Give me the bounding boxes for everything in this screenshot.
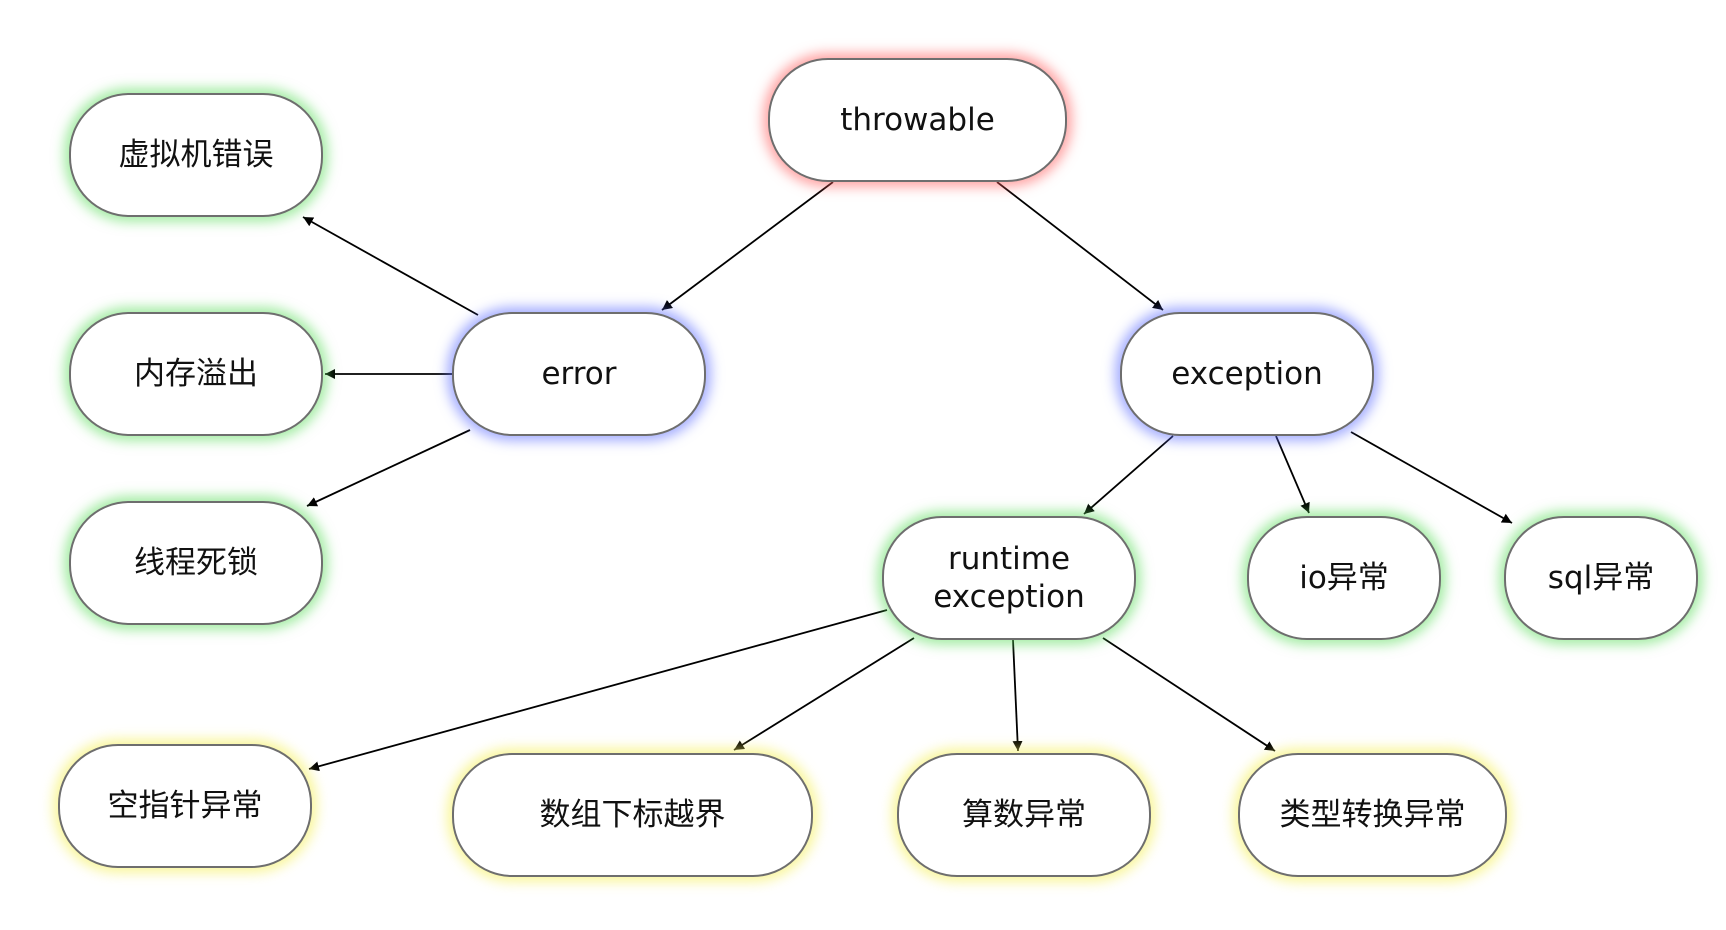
edge-error-vm <box>302 216 479 316</box>
edge-throwable-error <box>661 181 834 311</box>
node-class-cast-label: 类型转换异常 <box>1279 797 1466 833</box>
edge-runtime-index <box>733 637 915 751</box>
node-class-cast: 类型转换异常 <box>1238 753 1507 877</box>
edge-error-deadlock <box>306 429 471 507</box>
node-io-exception: io异常 <box>1247 516 1441 640</box>
node-out-of-memory: 内存溢出 <box>69 312 323 436</box>
node-runtime-exception: runtime exception <box>882 516 1136 640</box>
edge-throwable-exception <box>996 181 1164 311</box>
node-error: error <box>452 312 706 436</box>
node-index-out-of-bounds: 数组下标越界 <box>452 753 813 877</box>
node-arithmetic-label: 算数异常 <box>962 797 1086 833</box>
edge-runtime-arith <box>1012 639 1023 752</box>
node-error-label: error <box>541 356 617 392</box>
edge-exception-io <box>1275 435 1310 514</box>
node-sql-exception: sql异常 <box>1504 516 1698 640</box>
node-index-out-of-bounds-label: 数组下标越界 <box>539 797 726 833</box>
edge-runtime-cast <box>1102 637 1276 752</box>
node-throwable-label: throwable <box>840 102 995 138</box>
node-runtime-exception-label: runtime exception <box>933 541 1085 615</box>
node-exception-label: exception <box>1171 356 1323 392</box>
node-vm-error-label: 虚拟机错误 <box>118 137 274 173</box>
node-out-of-memory-label: 内存溢出 <box>134 356 258 392</box>
node-exception: exception <box>1120 312 1374 436</box>
node-throwable: throwable <box>768 58 1067 182</box>
node-null-pointer: 空指针异常 <box>58 744 312 868</box>
node-null-pointer-label: 空指针异常 <box>107 788 263 824</box>
node-deadlock-label: 线程死锁 <box>134 545 258 581</box>
edge-exception-sql <box>1350 431 1513 524</box>
node-arithmetic: 算数异常 <box>897 753 1151 877</box>
edge-exception-runtime <box>1083 435 1174 515</box>
edge-runtime-npe <box>308 609 888 772</box>
node-sql-exception-label: sql异常 <box>1547 560 1655 596</box>
node-vm-error: 虚拟机错误 <box>69 93 323 217</box>
node-io-exception-label: io异常 <box>1299 560 1389 596</box>
node-deadlock: 线程死锁 <box>69 501 323 625</box>
